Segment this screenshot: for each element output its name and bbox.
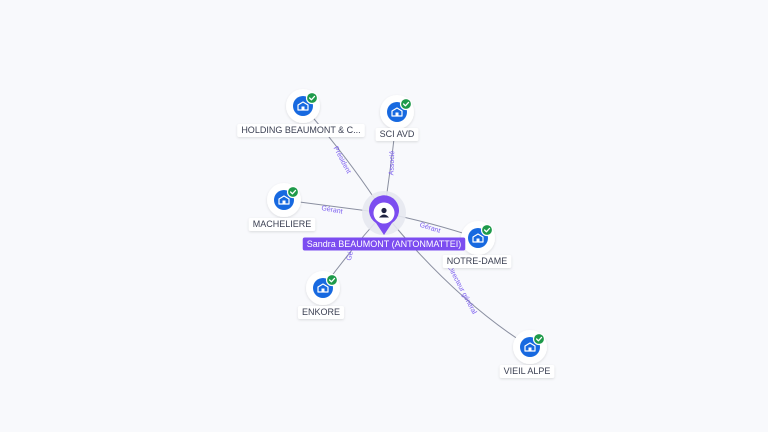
verified-check-icon	[286, 185, 300, 199]
node-label: ENKORE	[297, 306, 345, 319]
verified-check-icon	[325, 273, 339, 287]
building-icon	[317, 283, 329, 293]
node-label-text: NOTRE-DAME	[447, 256, 508, 266]
building-icon	[278, 195, 290, 205]
building-icon	[297, 101, 309, 111]
nodes-layer: HOLDING BEAUMONT & C... SCI AVD MACHELIERE…	[237, 89, 555, 378]
node-label-text: ENKORE	[302, 307, 340, 317]
edge-label: Président	[332, 145, 352, 174]
building-icon	[524, 342, 536, 352]
node-label: SCI AVD	[375, 128, 419, 141]
edge-label: Directeur général	[446, 265, 478, 316]
verified-check-icon	[532, 332, 546, 346]
verified-check-icon	[399, 97, 413, 111]
node-label: VIEIL ALPE	[499, 365, 555, 378]
company-node-holding[interactable]: HOLDING BEAUMONT & C...	[237, 89, 365, 137]
person-name-label: Sandra BEAUMONT (ANTONMATTEI)	[302, 237, 466, 251]
edge-label: Gérant	[321, 205, 343, 216]
building-icon	[472, 233, 484, 243]
company-node-sci-avd[interactable]: SCI AVD	[375, 95, 419, 141]
node-label-text: MACHELIERE	[253, 219, 312, 229]
person-icon	[379, 207, 389, 218]
center-person[interactable]: Sandra BEAUMONT (ANTONMATTEI)	[302, 191, 466, 251]
building-icon	[391, 107, 403, 117]
node-label-text: HOLDING BEAUMONT & C...	[241, 125, 360, 135]
node-label: HOLDING BEAUMONT & C...	[237, 124, 365, 137]
node-label-text: SCI AVD	[380, 129, 415, 139]
edge-vieil-alpe: Directeur général	[383, 212, 531, 348]
person-name-text: Sandra BEAUMONT (ANTONMATTEI)	[307, 239, 462, 249]
edge-line	[383, 212, 531, 348]
edge-label: Gé	[346, 251, 355, 262]
node-label-text: VIEIL ALPE	[504, 366, 551, 376]
company-node-notre-dame[interactable]: NOTRE-DAME	[442, 221, 512, 268]
edge-label: Gérant	[419, 222, 442, 235]
edge-label: Associé	[388, 151, 396, 176]
node-label: NOTRE-DAME	[442, 255, 512, 268]
company-node-enkore[interactable]: ENKORE	[297, 271, 345, 319]
verified-check-icon	[305, 91, 319, 105]
company-node-vieil-alpe[interactable]: VIEIL ALPE	[499, 330, 555, 378]
node-label: MACHELIERE	[248, 218, 316, 231]
verified-check-icon	[480, 223, 494, 237]
company-node-macheliere[interactable]: MACHELIERE	[248, 183, 316, 231]
